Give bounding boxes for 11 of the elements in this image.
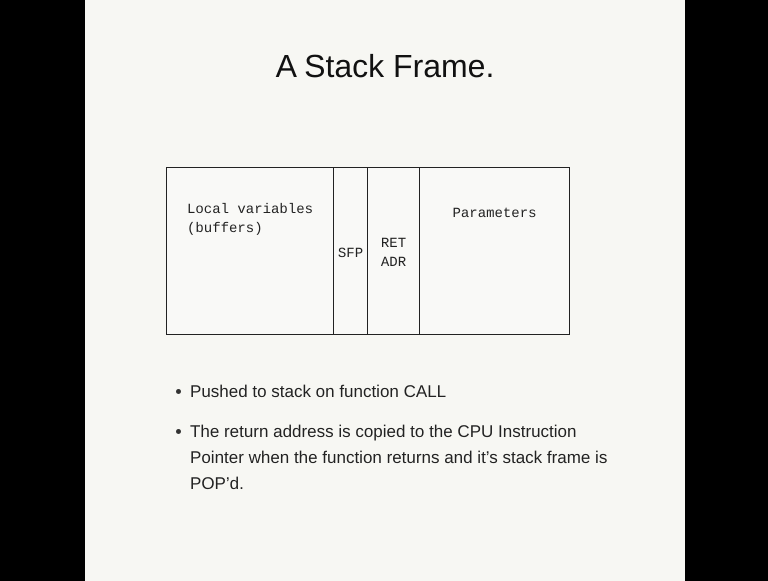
cell-label: RET ADR <box>380 235 408 273</box>
stack-frame-cell <box>419 167 570 335</box>
stack-frame-cell <box>333 167 368 335</box>
bullet-text: Pushed to stack on function CALL <box>190 379 620 405</box>
cell-label: Parameters <box>451 205 538 224</box>
cell-label: SFP <box>336 245 364 264</box>
bullet-text: The return address is copied to the CPU Instruction Pointer when the function returns and it’s stack frame is POP’d. <box>190 419 620 497</box>
stack-frame-cell <box>367 167 420 335</box>
cell-label: Local variables (buffers) <box>187 201 314 239</box>
slide-title: A Stack Frame. <box>274 48 496 85</box>
stack-frame-cell <box>166 167 334 335</box>
